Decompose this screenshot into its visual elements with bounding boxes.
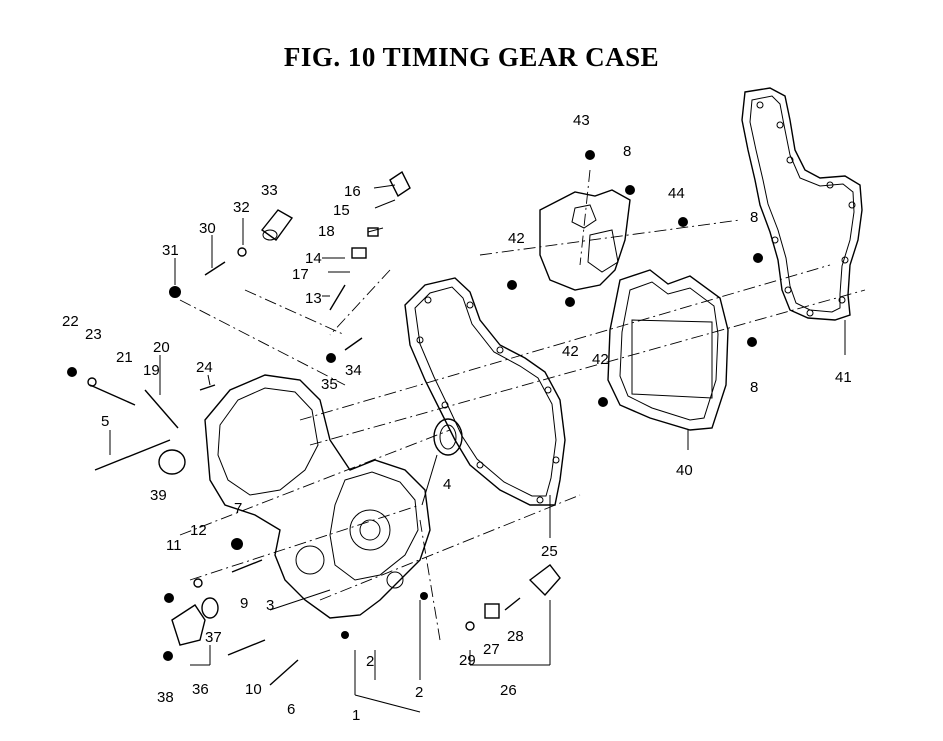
callout-36: 36 (192, 681, 209, 698)
part-14-nut (351, 247, 367, 259)
callout-8b: 8 (750, 209, 758, 226)
cap-16 (389, 170, 411, 198)
callout-40: 40 (676, 462, 693, 479)
callout-34: 34 (345, 362, 362, 379)
callout-16: 16 (344, 183, 361, 200)
callout-27: 27 (483, 641, 500, 658)
callout-42c: 42 (592, 351, 609, 368)
callout-32: 32 (233, 199, 250, 216)
callout-18: 18 (318, 223, 335, 240)
callout-8a: 8 (623, 143, 631, 160)
callout-35: 35 (321, 376, 338, 393)
callout-33: 33 (261, 182, 278, 199)
callout-11: 11 (166, 537, 182, 554)
callout-22: 22 (62, 313, 79, 330)
leader-lines (109, 184, 846, 713)
callout-42a: 42 (508, 230, 525, 247)
callout-26: 26 (500, 682, 517, 699)
callout-13: 13 (305, 290, 322, 307)
callout-23: 23 (85, 326, 102, 343)
callout-19: 19 (143, 362, 160, 379)
callout-9: 9 (240, 595, 248, 612)
callout-8c: 8 (750, 379, 758, 396)
callout-labels: 1 2 2 3 4 5 6 7 8 8 8 9 10 11 12 13 14 1… (62, 112, 852, 724)
fasteners (67, 150, 763, 686)
callout-10: 10 (245, 681, 262, 698)
callout-6: 6 (287, 701, 295, 718)
callout-21: 21 (116, 349, 133, 366)
callout-28: 28 (507, 628, 524, 645)
cover-plate-40 (607, 269, 729, 431)
gasket-41 (741, 87, 863, 321)
callout-1: 1 (352, 707, 360, 724)
upper-cover-plate (539, 189, 631, 291)
callout-25: 25 (541, 543, 558, 560)
assembly-lines (179, 169, 866, 641)
callout-14: 14 (305, 250, 322, 267)
callout-12: 12 (190, 522, 207, 539)
pin-19 (144, 389, 179, 429)
callout-41: 41 (835, 369, 852, 386)
part-13-rod (329, 284, 346, 311)
callout-15: 15 (333, 202, 350, 219)
gear-case-body-1 (204, 374, 431, 619)
callout-29: 29 (459, 652, 476, 669)
callout-44: 44 (668, 185, 685, 202)
callout-43: 43 (573, 112, 590, 129)
callout-31: 31 (162, 242, 179, 259)
callout-5: 5 (101, 413, 109, 430)
oil-seal-4 (433, 418, 463, 456)
callout-7: 7 (234, 500, 242, 517)
callout-30: 30 (199, 220, 216, 237)
callout-3: 3 (266, 597, 274, 614)
bolt-5 (94, 439, 171, 471)
plug-39 (158, 449, 186, 475)
callout-42b: 42 (562, 343, 579, 360)
callout-37: 37 (205, 629, 222, 646)
sleeve-33 (260, 209, 294, 241)
callout-38: 38 (157, 689, 174, 706)
gasket-25 (404, 277, 566, 506)
callout-24: 24 (196, 359, 213, 376)
figure-title: FIG. 10 TIMING GEAR CASE (283, 42, 660, 72)
callout-2b: 2 (415, 684, 423, 701)
callout-20: 20 (153, 339, 170, 356)
callout-4: 4 (443, 476, 451, 493)
callout-17: 17 (292, 266, 309, 283)
callout-39: 39 (150, 487, 167, 504)
bolt-21 (89, 384, 136, 406)
callout-2a: 2 (366, 653, 374, 670)
